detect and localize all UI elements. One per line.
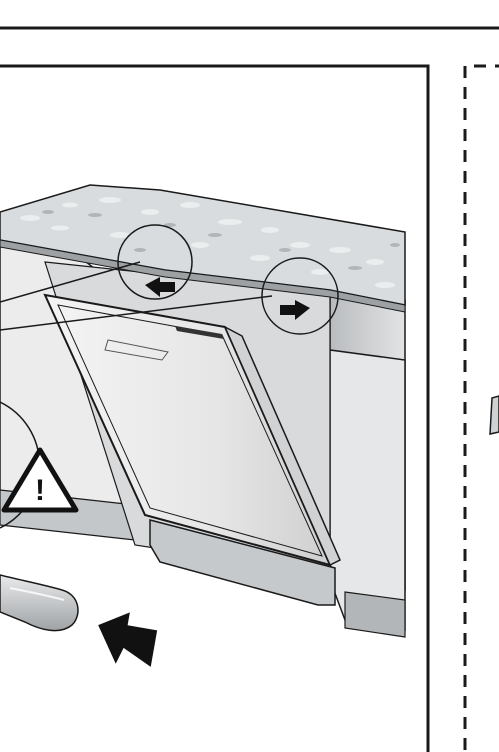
countertop [0, 184, 406, 313]
screwdriver-icon [0, 574, 79, 632]
leader-line-1 [0, 261, 141, 303]
detail-circle-left [117, 224, 193, 300]
warning-symbol: ! [35, 474, 45, 507]
main-frame [0, 64, 430, 752]
detail-circle-right [261, 257, 339, 335]
leader-line-2 [0, 295, 273, 331]
warning-triangle-icon [1, 447, 79, 513]
arrow-left-icon [145, 277, 175, 297]
bracket-part [489, 395, 499, 435]
arrow-right-icon [280, 300, 310, 320]
dashed-frame [463, 64, 499, 750]
right-cabinet [329, 289, 406, 638]
kickplate [149, 519, 336, 606]
dishwasher-door [43, 293, 341, 567]
push-arrow-icon [98, 612, 158, 667]
control-panel [175, 326, 224, 339]
